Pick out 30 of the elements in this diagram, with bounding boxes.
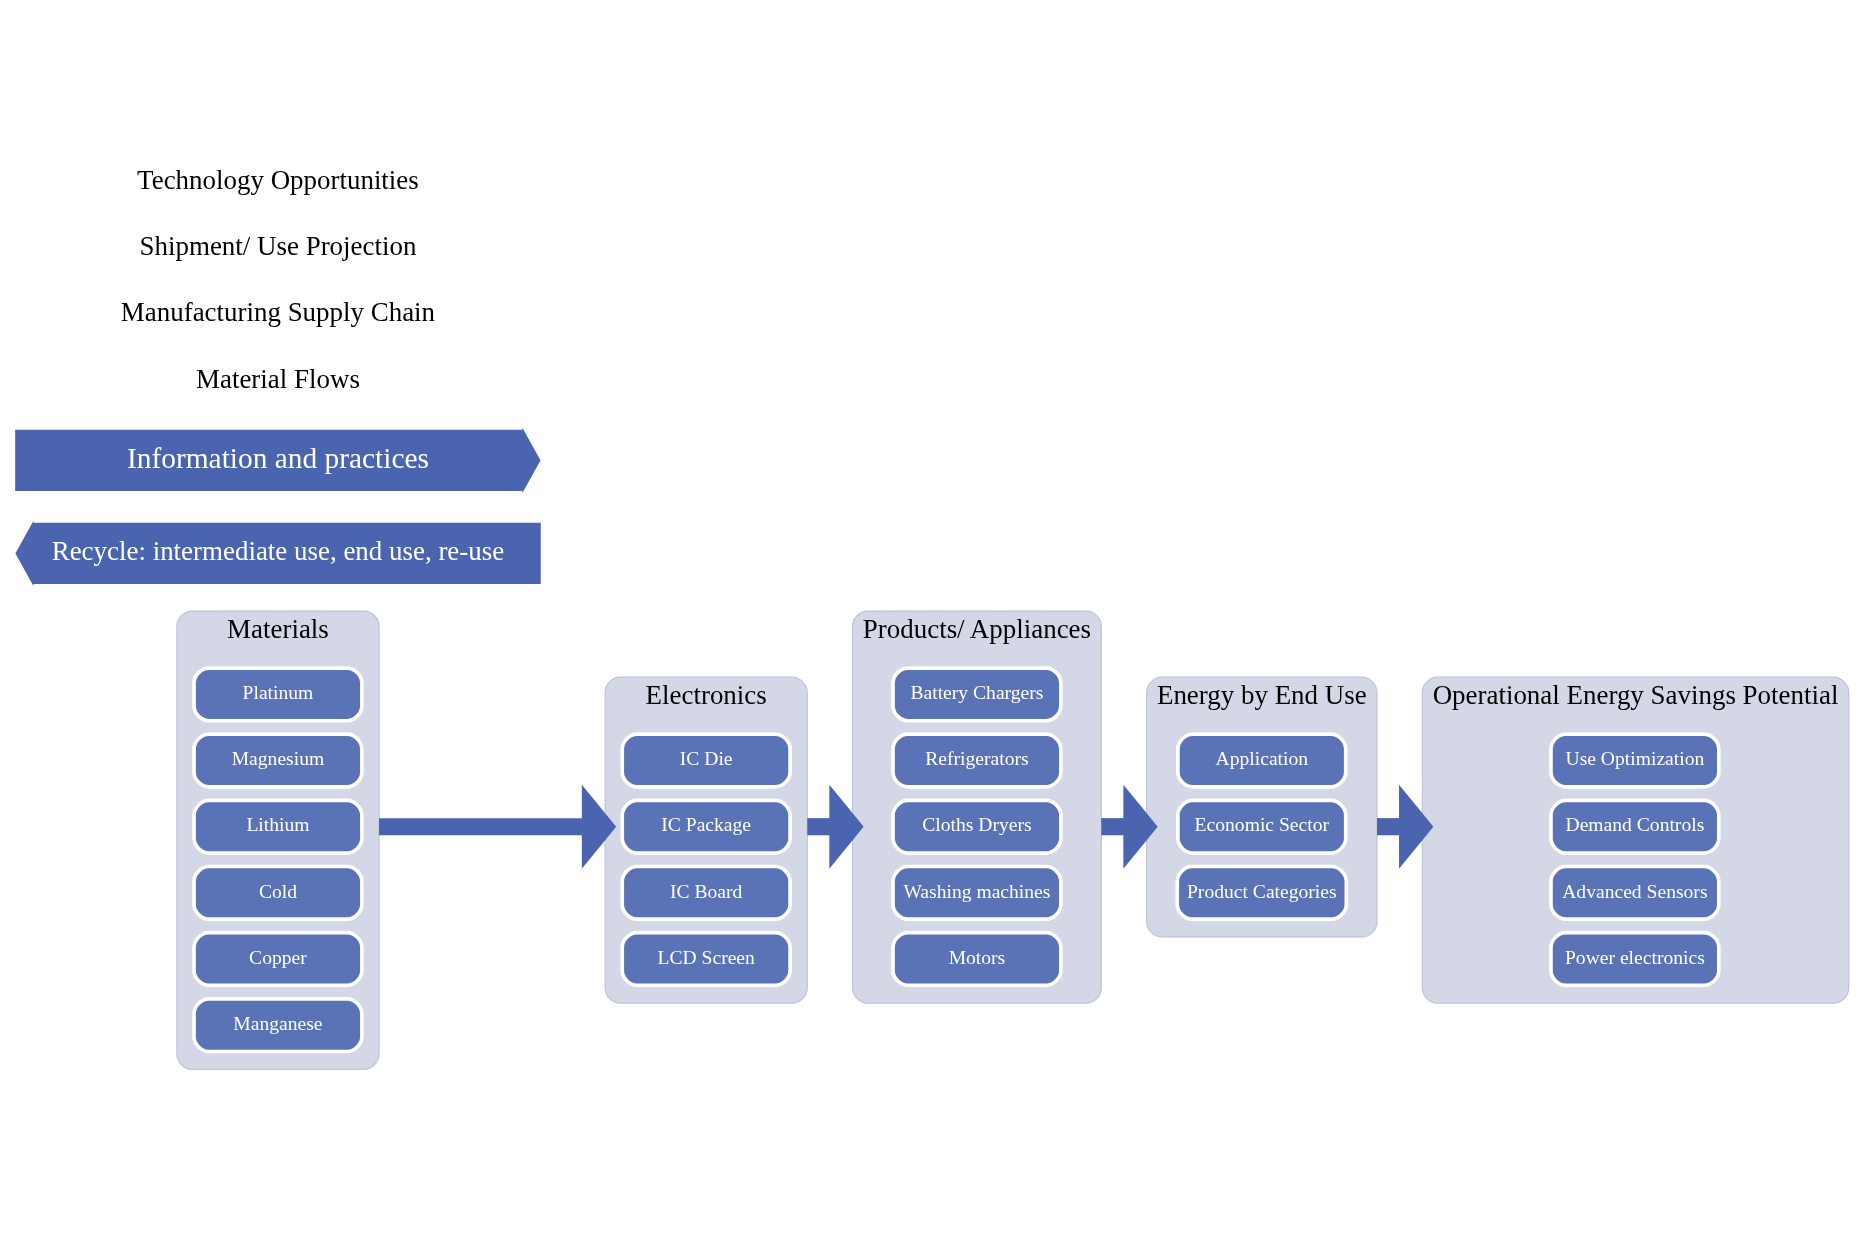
node-box: Product Categories [1175,864,1349,921]
node-box: Use Optimization [1549,731,1721,789]
arrow [1101,784,1158,869]
node-box: Washing machines [891,864,1063,921]
node-box: Demand Controls [1549,798,1721,855]
label: Shipment/ Use Projection [139,230,417,261]
node-box: Lithium [192,798,364,855]
node-box: Power electronics [1549,930,1721,987]
node-box: LCD Screen [620,930,792,987]
node-box: Magnesium [192,731,364,789]
node-box: Economic Sector [1176,798,1348,855]
node-box: Battery Chargers [891,665,1063,723]
node-box: IC Die [620,731,792,789]
node-box: Advanced Sensors [1549,864,1721,921]
node-box: IC Package [620,798,792,855]
arrow [379,784,617,869]
node-box: Copper [192,930,364,987]
arrow [807,784,864,869]
node-box: Platinum [192,665,364,723]
node-box: Cloths Dryers [891,798,1063,855]
node-box: IC Board [620,864,792,921]
label: Manufacturing Supply Chain [120,296,436,327]
node-box: Cold [192,864,364,921]
node-box: Application [1176,731,1348,789]
arrow [1377,784,1434,869]
node-box: Motors [891,930,1063,987]
label: Material Flows [196,363,360,394]
node-box: Manganese [192,996,364,1053]
label: Technology Opportunities [137,164,419,195]
node-box: Refrigerators [891,731,1063,789]
